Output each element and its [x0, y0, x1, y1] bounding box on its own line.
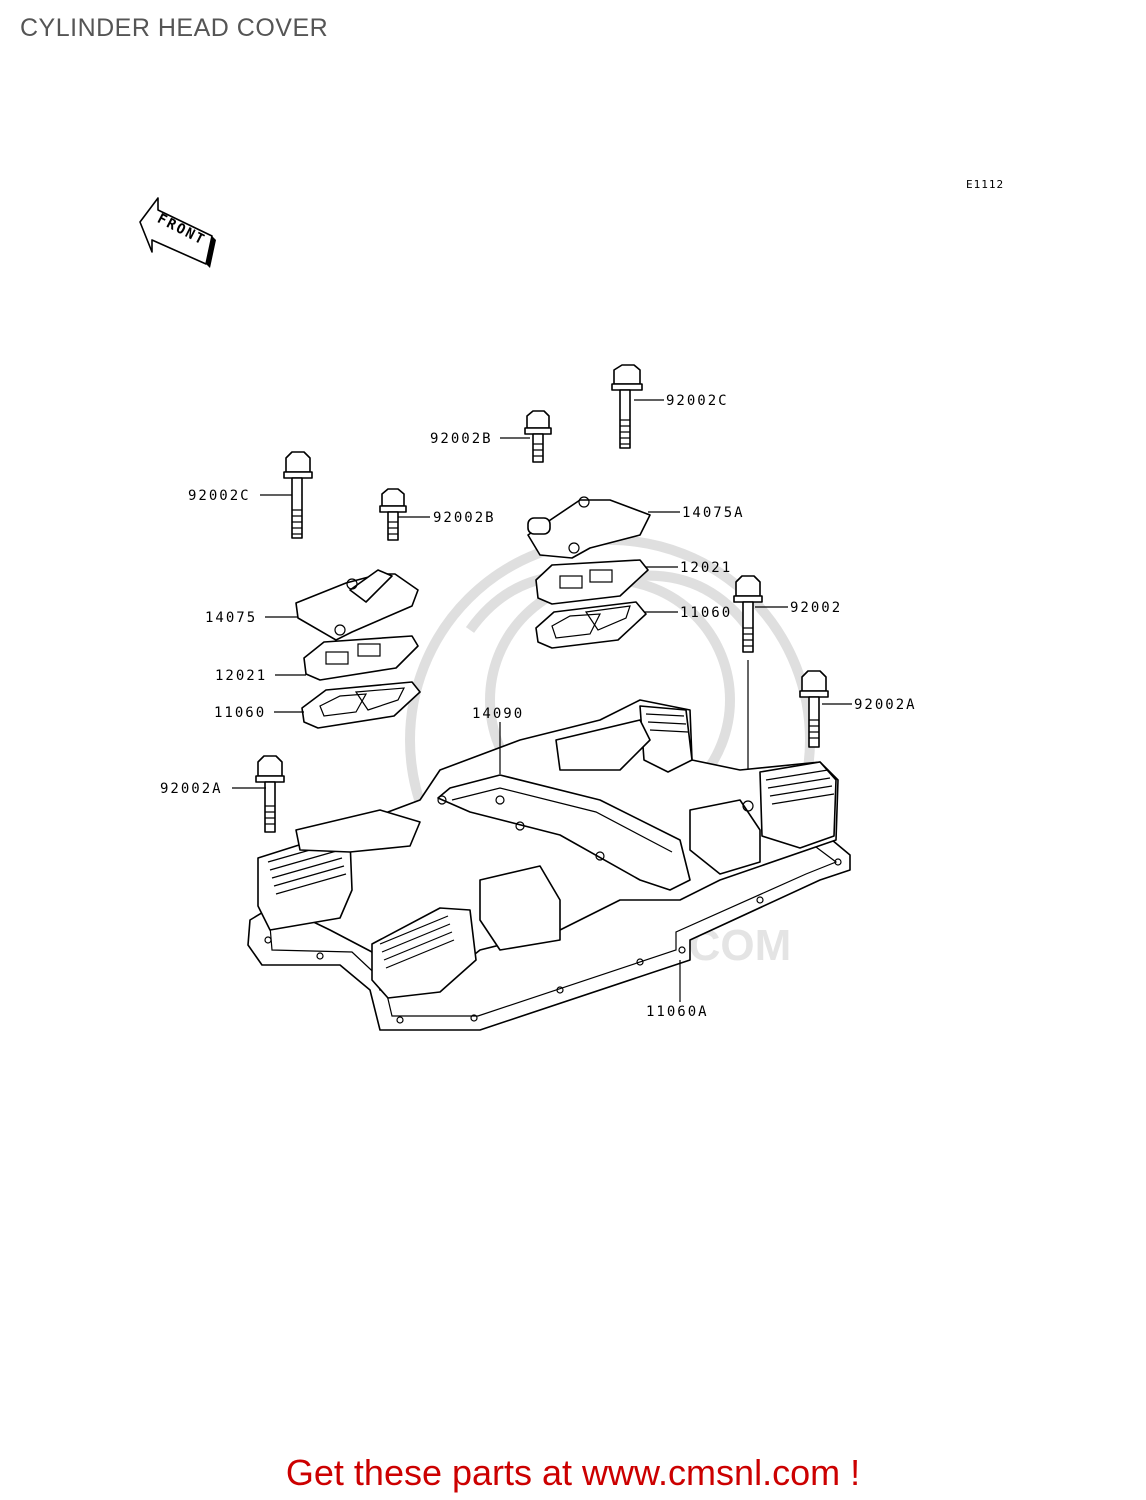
- parts-diagram: CMSNL.COM FRONT: [139, 197, 917, 1031]
- diagram-code: E1112: [966, 178, 1005, 191]
- label-92002A-right: 92002A: [854, 697, 917, 713]
- bolt-92002A-right: [799, 670, 852, 748]
- bolt-92002B-top: [500, 410, 552, 463]
- plate-12021-right: [535, 559, 678, 605]
- label-92002B-mid: 92002B: [433, 510, 496, 526]
- label-92002A-left: 92002A: [160, 781, 223, 797]
- bolt-92002C-right: [611, 364, 664, 449]
- label-14075A: 14075A: [682, 505, 745, 521]
- front-arrow-icon: FRONT: [139, 197, 216, 268]
- plate-12021-left: [275, 635, 419, 681]
- label-92002C-right: 92002C: [666, 393, 729, 409]
- label-14075: 14075: [205, 610, 257, 626]
- label-92002B-top: 92002B: [430, 431, 493, 447]
- label-12021-left: 12021: [215, 668, 267, 684]
- label-14090: 14090: [472, 706, 524, 722]
- gasket-11060-right: [535, 601, 678, 649]
- label-12021-right: 12021: [680, 560, 732, 576]
- breather-cover-14075: [265, 569, 419, 641]
- footer-link[interactable]: Get these parts at www.cmsnl.com !: [285, 1452, 861, 1493]
- breather-cover-14075A: [527, 496, 680, 559]
- label-11060-right: 11060: [680, 605, 732, 621]
- bolt-92002B-mid: [379, 488, 430, 541]
- label-92002: 92002: [790, 600, 842, 616]
- bolt-92002C-left: [260, 451, 313, 539]
- gasket-11060-left: [274, 681, 421, 729]
- cylinder-head-cover-14090: [247, 699, 851, 1031]
- label-11060A: 11060A: [646, 1004, 709, 1020]
- label-11060-left: 11060: [214, 705, 266, 721]
- bolt-92002: [733, 575, 788, 800]
- bolt-92002A-left: [232, 755, 285, 833]
- page-title: CYLINDER HEAD COVER: [20, 14, 329, 42]
- label-92002C-left: 92002C: [188, 488, 251, 504]
